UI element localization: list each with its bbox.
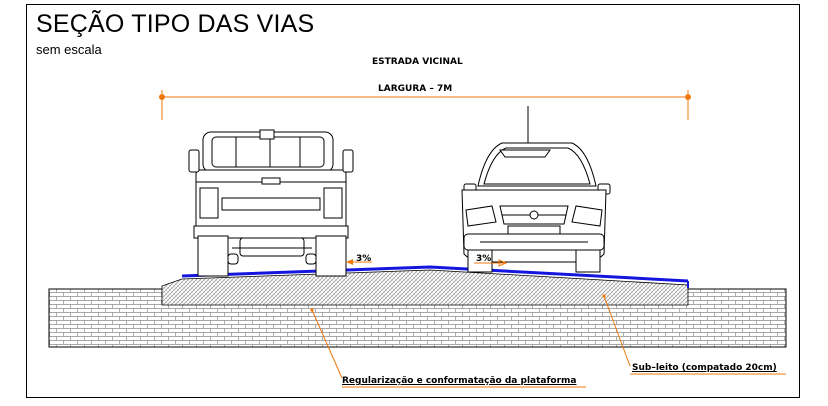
page-title: SEÇÃO TIPO DAS VIAS bbox=[36, 10, 315, 38]
car-front-icon bbox=[461, 106, 611, 273]
road-type-label: ESTRADA VICINAL bbox=[372, 57, 463, 67]
slope-right-arrow bbox=[474, 259, 508, 267]
callout-subgrade-leader bbox=[602, 294, 786, 375]
callout-platform-leader bbox=[310, 308, 586, 388]
slope-left-label: 3% bbox=[356, 254, 372, 264]
scale-note: sem escala bbox=[36, 42, 102, 57]
base-layer bbox=[161, 269, 689, 306]
callout-platform-label: Regularização e conformatação da platafo… bbox=[342, 376, 577, 386]
pickup-truck-rear-icon bbox=[188, 129, 354, 277]
slope-right-label: 3% bbox=[476, 254, 492, 264]
width-dimension-line bbox=[159, 90, 691, 120]
callout-subgrade-label: Sub–leito (compatado 20cm) bbox=[632, 363, 777, 373]
pavement-layer bbox=[181, 265, 689, 288]
drawing-frame bbox=[26, 4, 800, 398]
road-width-label: LARGURA – 7M bbox=[378, 84, 453, 94]
slope-left-arrow bbox=[346, 259, 372, 265]
